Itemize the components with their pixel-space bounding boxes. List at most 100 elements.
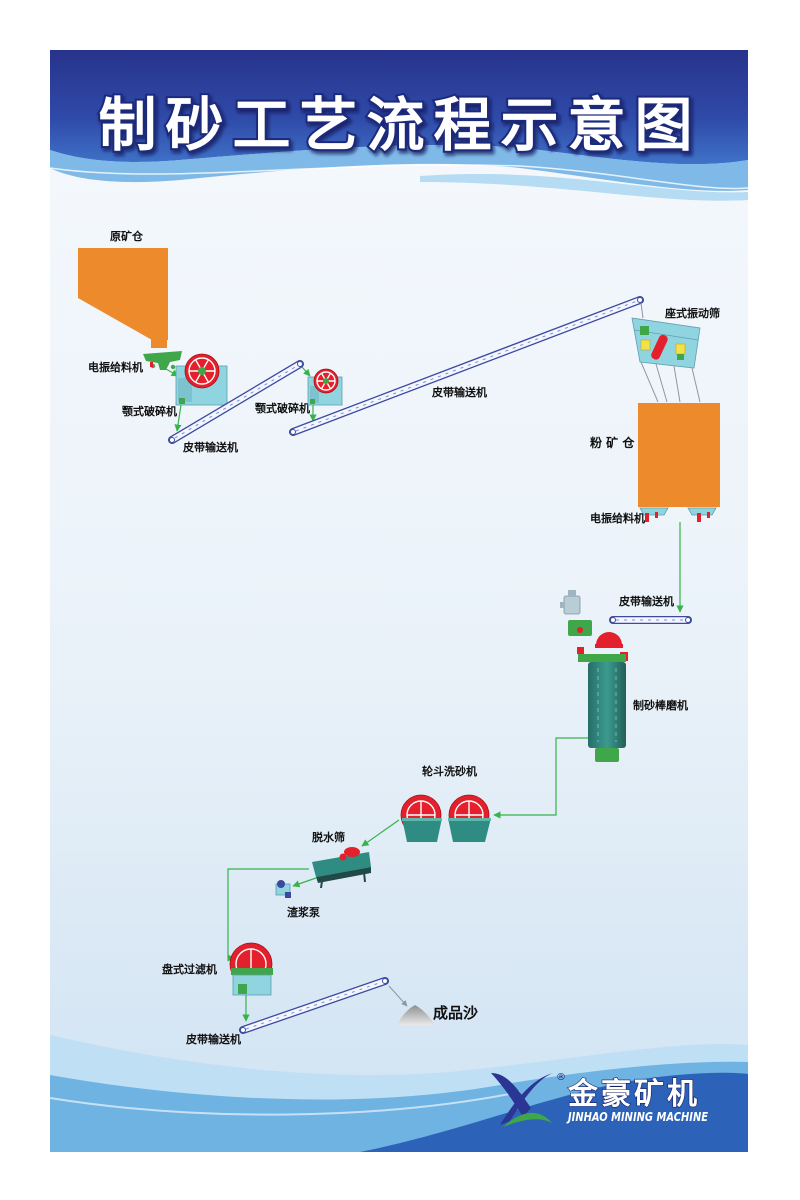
sand-washer-label: 轮斗洗砂机 xyxy=(422,764,477,778)
sand-pile-icon xyxy=(397,1005,435,1025)
feeder-2-label: 电振给料机 xyxy=(590,511,645,525)
belt-conveyor-4-head-roller xyxy=(382,978,388,984)
logo-mark-green xyxy=(503,1112,552,1127)
finished-sand-pile xyxy=(397,1005,435,1025)
rod-mill xyxy=(560,590,628,762)
flow-washer-to-dewatering-screen xyxy=(361,819,400,847)
header-cyan-wave xyxy=(420,173,748,201)
sand-washer-tank-1 xyxy=(402,818,442,842)
feeder-2a-spring xyxy=(655,512,658,518)
slurry-pump xyxy=(275,880,291,898)
slurry-pump-outlet xyxy=(285,892,291,898)
raw-ore-bin-body xyxy=(78,248,168,340)
logo-mark-blue-right xyxy=(500,1073,553,1125)
flow-rod-mill-to-washer xyxy=(493,737,588,819)
belt-conveyor-2-label: 皮带输送机 xyxy=(431,385,487,399)
chute-conveyor-2-to-screen xyxy=(640,302,644,319)
vibrating-screen-support xyxy=(677,354,684,360)
powder-ore-bin xyxy=(638,403,720,507)
dewatering-screen xyxy=(312,847,371,889)
rod-mill-motor-cap xyxy=(568,590,576,597)
jaw-crusher-1 xyxy=(175,353,228,406)
company-logo: ® 金豪矿机 JINHAO MINING MACHINE xyxy=(491,1072,709,1127)
feeder-1-spring xyxy=(170,364,176,370)
belt-conveyor-3-head-roller xyxy=(610,617,616,623)
flow-conveyor-4-to-sand xyxy=(388,985,408,1007)
belt-conveyor-4-label: 皮带输送机 xyxy=(185,1032,241,1046)
jaw-crusher-2-label: 颚式破碎机 xyxy=(255,401,310,415)
feeder-2b-motor xyxy=(697,513,701,522)
footer-swoosh-line xyxy=(49,1091,521,1116)
header-dark-band xyxy=(50,50,748,165)
dewatering-screen-leg xyxy=(363,871,366,883)
vibrating-screen-label: 座式振动筛 xyxy=(664,306,720,320)
logo-registered-mark: ® xyxy=(556,1072,566,1083)
rod-mill-gear-dot xyxy=(577,627,583,633)
belt-conveyor-2-tail-roller xyxy=(290,429,296,435)
dewatering-screen-exciter xyxy=(344,847,360,857)
logo-mark-icon xyxy=(491,1073,553,1127)
jaw-crusher-1-jaw xyxy=(178,378,192,402)
feeder-2a-motor xyxy=(645,513,649,522)
belt-conveyor-1-tail-roller xyxy=(169,437,175,443)
dewatering-screen-label: 脱水筛 xyxy=(312,830,345,844)
powder-ore-bin-label: 粉 矿 仓 xyxy=(590,435,635,450)
sand-washer xyxy=(400,794,491,842)
dewatering-screen-exciter-2 xyxy=(339,853,347,861)
finished-sand-label: 成品沙 xyxy=(433,1004,478,1022)
sand-washer-tank-2 xyxy=(448,818,491,842)
belt-conveyor-4 xyxy=(239,977,389,1034)
rod-mill-motor xyxy=(563,595,581,615)
rod-mill-top-beam xyxy=(578,654,626,662)
logo-mark-blue-left xyxy=(491,1073,531,1117)
belt-conveyor-4-tail-roller xyxy=(240,1027,246,1033)
header-light-wave xyxy=(50,144,748,191)
jaw-crusher-1-hub xyxy=(198,367,206,375)
vibrating-feeder-2 xyxy=(639,507,717,522)
belt-conveyor-3-label: 皮带输送机 xyxy=(618,594,674,608)
jaw-crusher-2-base xyxy=(310,399,315,404)
jaw-crusher-2-jaw xyxy=(310,386,319,403)
footer-wave-dark xyxy=(360,1072,748,1152)
belt-conveyor-3 xyxy=(609,616,692,624)
jaw-crusher-2-hub xyxy=(323,378,329,384)
rod-mill-label: 制砂棒磨机 xyxy=(633,698,688,712)
feeder-1-label: 电振给料机 xyxy=(88,360,143,374)
feeder-2b-tray xyxy=(687,507,717,516)
poster-background xyxy=(50,50,748,1152)
disc-filter-trough xyxy=(231,968,273,975)
belt-conveyor-1-label: 皮带输送机 xyxy=(182,440,238,454)
disc-filter-label: 盘式过滤机 xyxy=(162,962,217,976)
dewatering-screen-leg xyxy=(320,880,323,889)
jaw-crusher-1-base xyxy=(179,398,185,404)
vibrating-screen-exciter xyxy=(651,334,668,360)
header-banner: 制砂工艺流程示意图 xyxy=(49,50,749,201)
logo-brand-cn: 金豪矿机 xyxy=(567,1077,700,1112)
feeder-2b-spring xyxy=(707,512,710,518)
jaw-crusher-2 xyxy=(307,368,343,406)
disc-filter xyxy=(229,942,273,996)
rod-mill-cylinder xyxy=(588,662,626,748)
feeder-1-motor xyxy=(150,362,153,367)
chute xyxy=(673,365,681,403)
sand-washer-tank-2-rim xyxy=(448,818,491,821)
page-title: 制砂工艺流程示意图 xyxy=(98,91,701,159)
flow-conveyor-1-to-crusher-2 xyxy=(301,366,311,377)
disc-filter-valve xyxy=(238,984,247,994)
slurry-pump-motor xyxy=(277,880,285,888)
slurry-pump-label: 渣浆泵 xyxy=(287,905,320,919)
belt-conveyor-1-head-roller xyxy=(297,361,303,367)
vibrating-screen-feed-box xyxy=(640,326,649,335)
belt-conveyor-1 xyxy=(168,360,304,444)
vibrating-feeder-1 xyxy=(143,351,182,370)
belt-conveyor-3-tail-roller xyxy=(685,617,691,623)
flow-crusher-1-to-conveyor-1 xyxy=(174,404,182,432)
raw-ore-bin-outlet xyxy=(151,338,167,348)
flow-screen-to-pump xyxy=(292,877,317,888)
vibrating-screen-spring xyxy=(640,339,651,351)
vibrating-screen-spring xyxy=(675,343,686,355)
belt-conveyor-2-head-roller xyxy=(637,297,643,303)
raw-ore-bin xyxy=(78,248,168,348)
sand-washer-tank-1-rim xyxy=(402,818,442,821)
